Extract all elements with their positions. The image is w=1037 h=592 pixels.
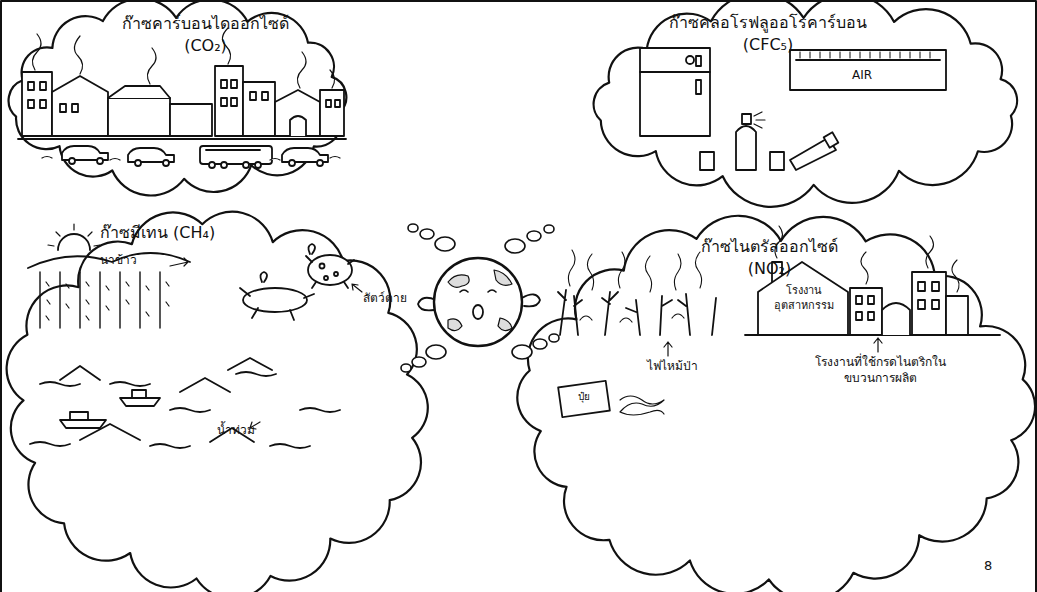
gas-title: ก๊าซคลอโรฟลูออโรคาร์บอน (CFC₅) [668, 12, 868, 55]
gas-title: ก๊าซมีเทน (CH₄) [100, 222, 215, 244]
building-label: โรงงาน อุตสาหกรรม [772, 284, 835, 314]
cloud-outline [594, 0, 1017, 207]
sad-earth [522, 294, 540, 306]
thought-bubbles [544, 225, 554, 233]
cloud-outline [9, 0, 347, 195]
source-label: น้ำท่วม [217, 422, 255, 438]
rice-field [58, 234, 90, 250]
thought-bubbles [420, 229, 434, 239]
thought-bubbles [426, 345, 446, 359]
cloud-outline [517, 216, 1035, 592]
sad-earth [418, 298, 436, 311]
cloud-bubble: ก๊าซคาร์บอนไดออกไซด์ (CO₂) [5, 3, 355, 189]
cloud-bubble: ก๊าซไนตรัสออกไซด์ (NO₂) ไฟไหม้ป่าปุ๋ย โรงง… [522, 222, 1028, 590]
sad-earth [460, 290, 496, 292]
rice-field [48, 224, 100, 246]
source-label: ไฟไหม้ป่า [647, 358, 698, 374]
thought-bubbles [527, 231, 541, 241]
road-traffic [317, 160, 323, 166]
cloud-outline [7, 212, 428, 592]
source-label: โรงงานที่ใช้กรดไนตริกใน ขบวนการผลิต [814, 354, 947, 386]
cloud-outline [8, 216, 428, 590]
sad-earth [418, 258, 540, 346]
source-label: นาข้าว [100, 252, 137, 268]
sad-earth [434, 258, 522, 346]
thought-bubbles [505, 239, 525, 253]
page-number: 8 [984, 558, 992, 573]
gas-title: ก๊าซคาร์บอนไดออกไซด์ (CO₂) [121, 13, 290, 56]
thought-bubbles [408, 224, 418, 232]
gas-title: ก๊าซไนตรัสออกไซด์ (NO₂) [700, 236, 839, 279]
appliance-label: AIR [852, 67, 872, 83]
source-label: สัตว์ตาย [363, 290, 407, 306]
thought-bubbles [435, 237, 455, 251]
cloud-bubble: ก๊าซมีเทน (CH₄) นาข้าวสัตว์ตายน้ำท่วม [8, 216, 428, 590]
sad-earth [448, 270, 512, 331]
bag-label: ปุ๋ย [578, 390, 590, 404]
cloud-bubble: ก๊าซคลอโรฟลูออโรคาร์บอน (CFC₅) AIR [590, 3, 1027, 195]
sad-earth [473, 305, 483, 319]
